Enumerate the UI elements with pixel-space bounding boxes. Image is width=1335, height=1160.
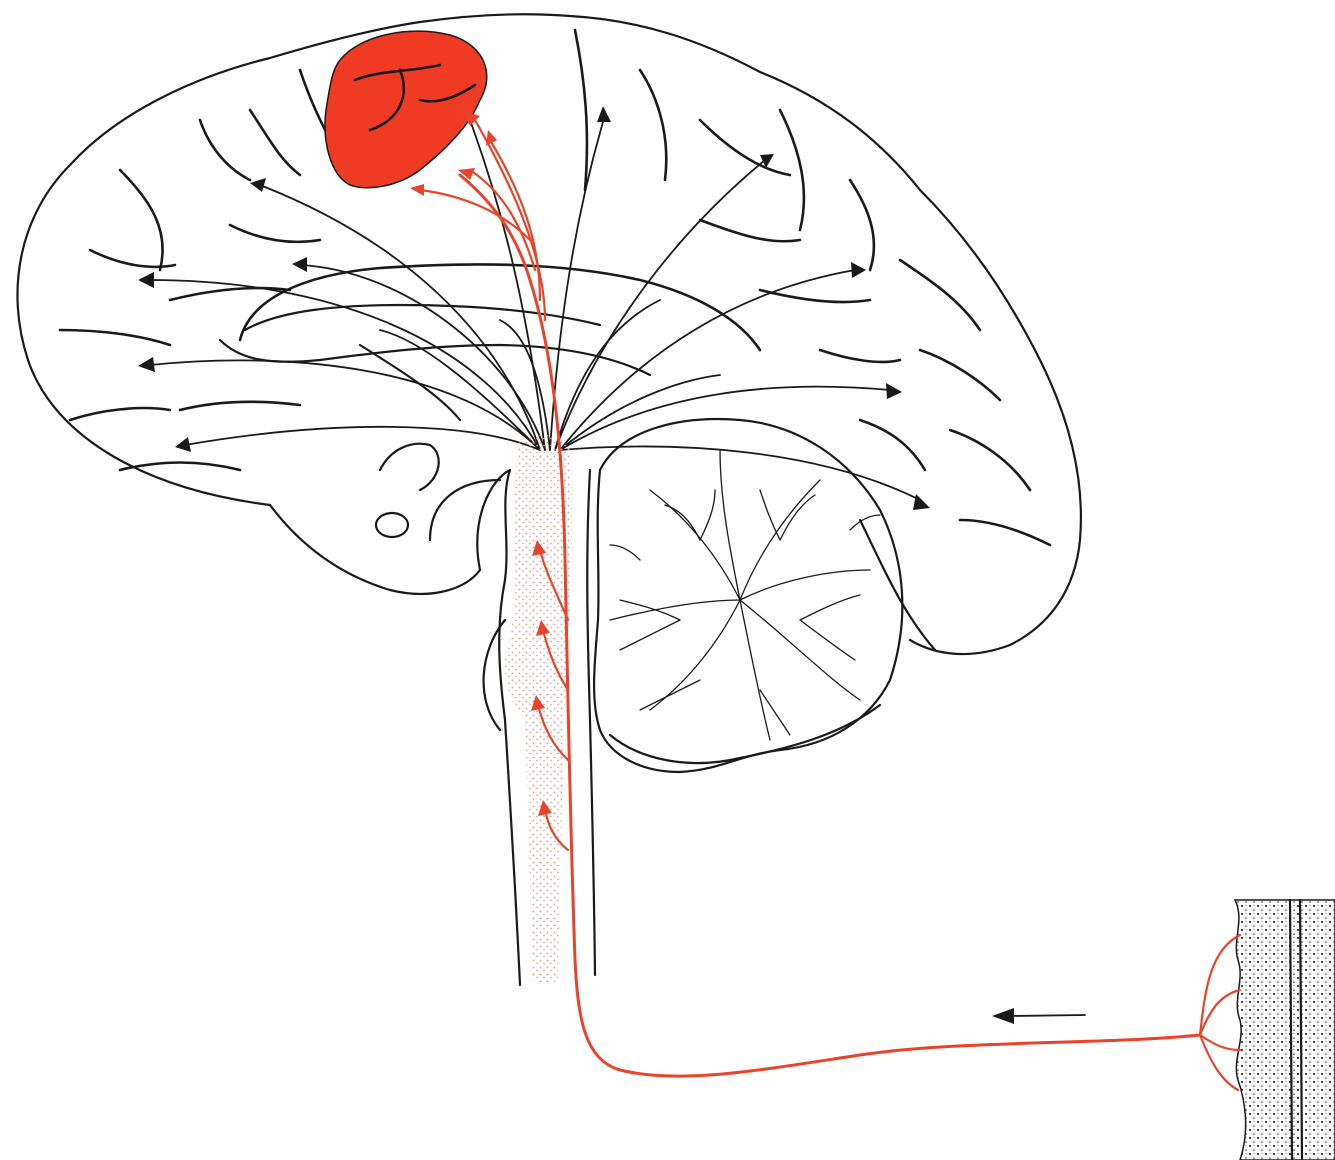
- mammillary-body: [376, 513, 408, 537]
- occipital-base: [860, 520, 935, 650]
- arrowhead: [138, 357, 155, 372]
- pathway-main: [460, 175, 1200, 1076]
- active-area-fill: [325, 31, 487, 188]
- arrowhead: [138, 272, 154, 288]
- optic-region: [380, 444, 439, 490]
- inferior-surface: [270, 505, 480, 594]
- cortex-active-region: [325, 31, 487, 188]
- receptor-branch: [1200, 1035, 1238, 1090]
- arrowhead: [250, 178, 266, 192]
- cerebellum-folia: [610, 450, 880, 740]
- skin-epidermis: [1235, 900, 1335, 1160]
- pathway-arrowhead: [410, 184, 424, 196]
- cerebellum: [594, 419, 902, 772]
- arrowhead: [851, 262, 866, 278]
- pons-outline: [484, 620, 505, 730]
- skin-receptor-patch: [1200, 900, 1335, 1160]
- arrowhead: [175, 437, 191, 452]
- arrowhead: [597, 106, 611, 122]
- arrowhead: [886, 383, 902, 399]
- arrowhead: [292, 257, 307, 272]
- brainstem-outline-right: [587, 470, 595, 975]
- corpus-callosum-lower: [245, 305, 600, 330]
- thalamus-bulge: [430, 480, 500, 540]
- arrowhead: [913, 494, 930, 510]
- fornix: [360, 345, 460, 420]
- signal-direction-arrow: [992, 1008, 1085, 1024]
- cerebellum-base: [610, 705, 880, 763]
- brainstem: [430, 435, 595, 985]
